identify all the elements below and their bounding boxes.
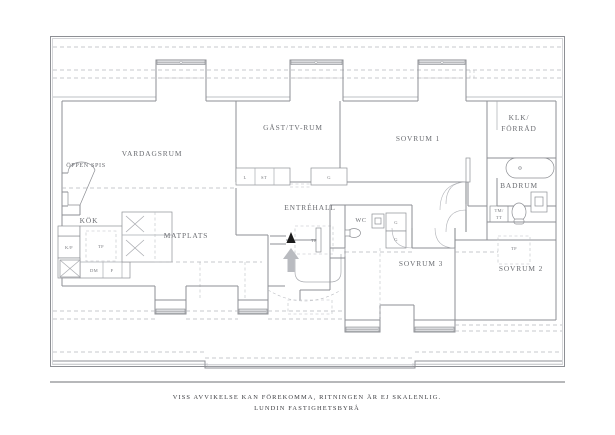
room-label-sovrum-2: SOVRUM 2 (499, 264, 543, 273)
label-bath-tm: TM/ (494, 208, 503, 213)
top-terrace-zone (53, 46, 562, 98)
label-kitchen-dishwasher: DM (90, 268, 98, 273)
entry-hall (235, 188, 342, 302)
label-closet-st: ST (261, 175, 267, 180)
room-label-badrum: BADRUM (500, 181, 538, 190)
room-label-klk-forrad-line1: KLK/ (509, 113, 530, 122)
bottom-window-bays (53, 299, 562, 333)
sovrum-2 (455, 222, 557, 321)
sovrum1-door (439, 157, 471, 211)
room-label-vardagsrum: VARDAGSRUM (122, 149, 183, 158)
room-label-matplats: MATPLATS (164, 231, 209, 240)
entry-direction-arrow-icon (283, 248, 299, 272)
kitchen (57, 205, 262, 300)
label-closet-g-wc-top: G (394, 220, 398, 225)
room-label-sovrum-1: SOVRUM 1 (396, 134, 440, 143)
wc-zone (329, 204, 413, 258)
sovrum-3 (299, 227, 456, 321)
label-closet-l: L (243, 175, 246, 180)
footer-line-2: LUNDIN FASTIGHETSBYRÅ (254, 404, 360, 412)
room-label-gast-tv-rum: GÄST/TV-RUM (263, 123, 323, 132)
label-closet-g-hall: G (327, 175, 331, 180)
room-label-entrehall: ENTRÉHALL (284, 202, 336, 212)
living-room-fireplace (62, 161, 236, 207)
klk-badrum (445, 157, 556, 233)
room-label-wc: WC (355, 217, 366, 224)
label-kitchen-freezer: F (111, 268, 114, 273)
dining-zone (154, 285, 285, 301)
footer-line-1: VISS AVVIKELSE KAN FÖREKOMMA, RITNINGEN … (173, 394, 442, 401)
footer-block: VISS AVVIKELSE KAN FÖREKOMMA, RITNINGEN … (50, 381, 565, 412)
label-hall-tf: TF (311, 238, 317, 243)
room-labels: VARDAGSRUM GÄST/TV-RUM SOVRUM 1 KLK/ FÖR… (66, 113, 543, 273)
top-window-bays (155, 59, 475, 97)
room-label-oppen-spis: ÖPPEN SPIS (66, 162, 106, 169)
label-kitchen-tf: TF (98, 244, 104, 249)
building-envelope (50, 36, 565, 367)
label-closet-g-wc-bottom: G (394, 237, 398, 242)
label-kitchen-fridge-freezer: K/F (65, 245, 73, 250)
label-bath-tt: TT (496, 215, 502, 220)
room-label-sovrum-3: SOVRUM 3 (399, 259, 443, 268)
room-label-klk-forrad-line2: FÖRRÅD (501, 124, 536, 133)
hall-closets (235, 167, 348, 188)
fixture-labels: L ST G G G K/F TF DM F TF TM/ TT TF (65, 175, 517, 273)
room-label-kok: KÖK (80, 216, 99, 225)
label-sovrum2-tf: TF (511, 246, 517, 251)
north-arrow-icon (286, 232, 296, 243)
bottom-terrace (53, 351, 562, 369)
